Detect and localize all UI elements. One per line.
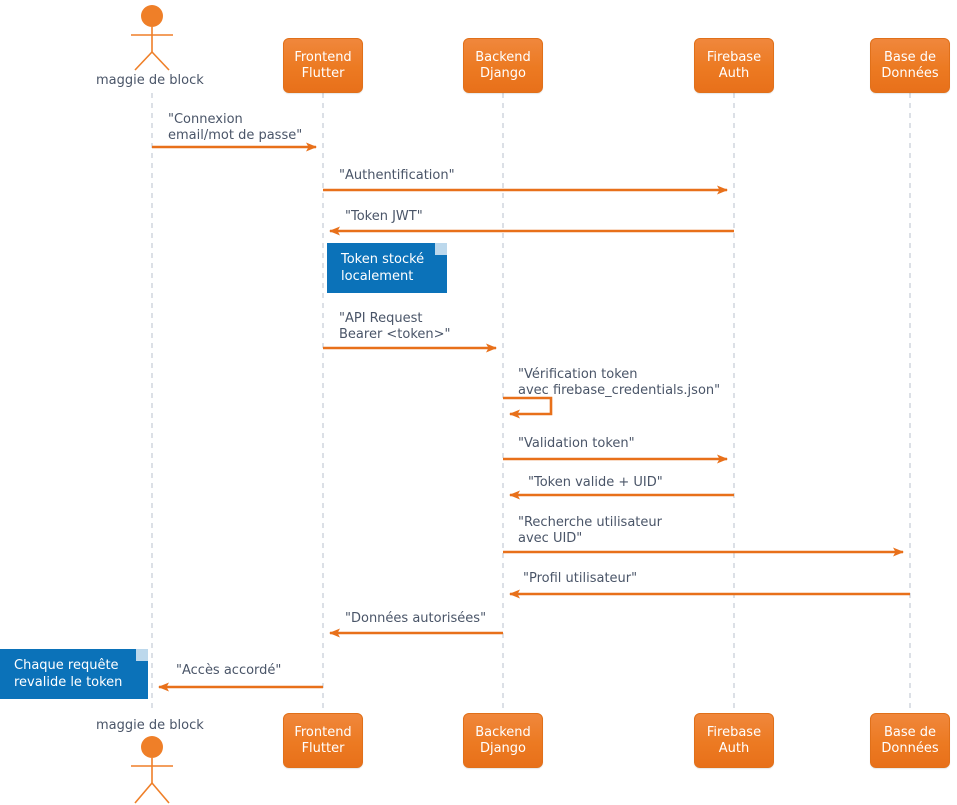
actor-leg-right	[151, 51, 170, 71]
message-label-m1: "Connexion email/mot de passe"	[168, 112, 303, 143]
note-revalidate-token: Chaque requête revalide le token	[0, 649, 148, 699]
message-label-m9: "Profil utilisateur"	[523, 571, 638, 586]
note-fold-corner-icon	[434, 243, 447, 256]
participant-box-firebase-top[interactable]: Firebase Auth	[694, 38, 774, 93]
actor-figure-bottom	[131, 736, 173, 804]
message-label-m3: "Token JWT"	[345, 209, 423, 224]
message-label-m10: "Données autorisées"	[345, 611, 487, 626]
actor-label-top: maggie de block	[96, 73, 204, 88]
actor-head-icon	[141, 736, 163, 758]
message-label-m4: "API Request Bearer <token>"	[339, 311, 451, 342]
actor-head-icon	[141, 5, 163, 27]
participant-box-backend-top[interactable]: Backend Django	[463, 38, 543, 93]
actor-leg-left	[134, 782, 153, 804]
participant-label-backend: Backend Django	[475, 724, 531, 756]
participant-label-database: Base de Données	[881, 49, 939, 81]
participant-label-frontend: Frontend Flutter	[294, 49, 352, 81]
message-label-m8: "Recherche utilisateur avec UID"	[518, 515, 662, 546]
participant-label-firebase: Firebase Auth	[706, 724, 762, 756]
message-arrow-m5-self	[503, 396, 553, 419]
message-label-m11: "Accès accordé"	[176, 663, 282, 678]
message-label-m5: "Vérification token avec firebase_creden…	[518, 367, 721, 398]
participant-box-backend-bottom[interactable]: Backend Django	[463, 713, 543, 768]
note-fold-corner-icon	[135, 649, 148, 662]
participant-label-firebase: Firebase Auth	[706, 49, 762, 81]
actor-figure-top	[131, 5, 173, 71]
note-text: Token stocké localement	[341, 252, 425, 284]
participant-box-frontend-top[interactable]: Frontend Flutter	[283, 38, 363, 93]
actor-label-bottom: maggie de block	[96, 718, 204, 733]
lifelines	[151, 93, 911, 712]
message-label-m2: "Authentification"	[339, 168, 455, 183]
actor-leg-right	[151, 782, 170, 804]
participant-box-frontend-bottom[interactable]: Frontend Flutter	[283, 713, 363, 768]
participant-box-database-bottom[interactable]: Base de Données	[870, 713, 950, 768]
message-label-m6: "Validation token"	[518, 436, 635, 451]
note-text: Chaque requête revalide le token	[14, 658, 123, 690]
note-token-stored: Token stocké localement	[327, 243, 447, 293]
participant-label-frontend: Frontend Flutter	[294, 724, 352, 756]
message-label-m7: "Token valide + UID"	[528, 475, 663, 490]
message-arrows	[152, 142, 910, 692]
participant-label-backend: Backend Django	[475, 49, 531, 81]
participant-label-database: Base de Données	[881, 724, 939, 756]
participant-box-firebase-bottom[interactable]: Firebase Auth	[694, 713, 774, 768]
actor-leg-left	[134, 51, 153, 71]
participant-box-database-top[interactable]: Base de Données	[870, 38, 950, 93]
